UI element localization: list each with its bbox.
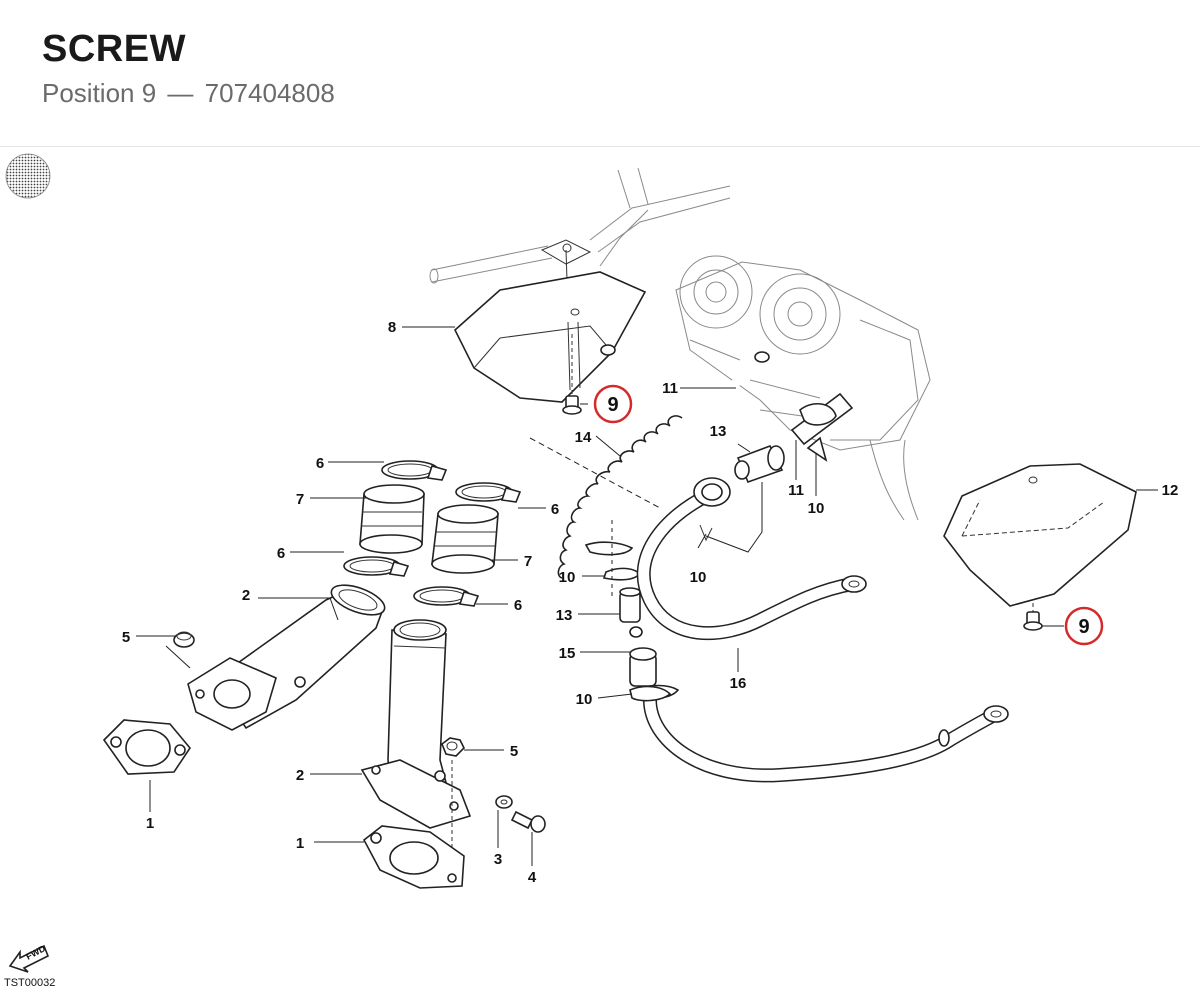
callout-10-right: 10 xyxy=(808,500,825,517)
callout-15: 15 xyxy=(559,645,576,662)
drawing-reference-code: TST00032 xyxy=(4,977,55,989)
washer-3 xyxy=(495,795,513,809)
part-number: 707404808 xyxy=(204,78,335,108)
screw-4 xyxy=(510,810,546,833)
spring-14 xyxy=(557,415,683,579)
callout-6-c: 6 xyxy=(551,501,559,518)
intake-pipe-2-right xyxy=(360,619,472,829)
frame-tube xyxy=(429,167,731,311)
callout-13-top: 13 xyxy=(710,423,727,440)
callout-6-b: 6 xyxy=(277,545,285,562)
drain-hose-lower xyxy=(643,699,1009,783)
clamp-6-d xyxy=(413,586,480,607)
clamp-10-lower xyxy=(629,685,672,702)
callout-11-top: 11 xyxy=(662,380,678,397)
callout-9-right: 9 xyxy=(1078,616,1089,638)
subtitle-separator: — xyxy=(167,78,194,108)
clamp-6-c xyxy=(455,482,522,503)
clamp-10-right xyxy=(790,392,854,462)
fitting-13-lower xyxy=(619,587,643,638)
callout-labels: 8 11 14 13 11 10 12 6 7 6 6 7 6 2 5 1 2 … xyxy=(122,319,1179,886)
gasket-1-left xyxy=(102,719,191,775)
callout-7-a: 7 xyxy=(296,491,304,508)
callout-5-right: 5 xyxy=(510,743,518,760)
callout-6-a: 6 xyxy=(316,455,324,472)
position-label: Position 9 xyxy=(42,78,157,108)
assembly-guide-lines xyxy=(529,437,763,600)
highlight-callout-9-left: 9 xyxy=(593,384,633,424)
callout-12: 12 xyxy=(1162,482,1179,499)
callout-11-right: 11 xyxy=(788,482,804,499)
callout-2-right: 2 xyxy=(296,767,304,784)
callout-10-spring: 10 xyxy=(559,569,576,586)
leader-lines xyxy=(136,326,1158,866)
clip-10-upper xyxy=(584,541,642,581)
callout-10-lower: 10 xyxy=(576,691,593,708)
callout-6-d: 6 xyxy=(514,597,522,614)
callout-8: 8 xyxy=(388,319,396,336)
page-subtitle: Position 9 — 707404808 xyxy=(42,78,335,109)
cover-part-8 xyxy=(454,271,647,403)
clamp-6-a xyxy=(381,460,448,481)
callout-13-lower: 13 xyxy=(556,607,573,624)
screw-9-left xyxy=(562,334,582,415)
callout-7-b: 7 xyxy=(524,553,532,570)
callout-10-mid: 10 xyxy=(690,569,707,586)
callout-16: 16 xyxy=(730,675,747,692)
sleeve-7-a xyxy=(359,484,425,554)
fitting-13-upper xyxy=(734,444,785,484)
callout-1-right: 1 xyxy=(296,835,304,852)
clamp-6-b xyxy=(343,556,410,577)
nut-5-left xyxy=(173,631,195,648)
callout-4: 4 xyxy=(528,869,537,886)
highlight-callout-9-right: 9 xyxy=(1064,606,1104,646)
hose-16 xyxy=(636,477,867,641)
forward-direction-icon: FWD xyxy=(8,943,50,973)
callout-3: 3 xyxy=(494,851,502,868)
callout-5-left: 5 xyxy=(122,629,130,646)
callout-1-left: 1 xyxy=(146,815,154,832)
intake-pipe-2-left xyxy=(187,584,386,731)
callout-9-left: 9 xyxy=(607,394,618,416)
halftone-disc-icon xyxy=(5,153,51,199)
page-title: SCREW xyxy=(42,28,186,70)
gasket-1-right xyxy=(362,825,465,889)
sleeve-7-b xyxy=(431,504,499,574)
callout-14: 14 xyxy=(575,429,592,446)
cover-part-12 xyxy=(943,463,1137,607)
callout-2-left: 2 xyxy=(242,587,250,604)
carburettor-assembly xyxy=(675,255,931,521)
page-header: SCREW Position 9 — 707404808 xyxy=(0,0,1200,147)
